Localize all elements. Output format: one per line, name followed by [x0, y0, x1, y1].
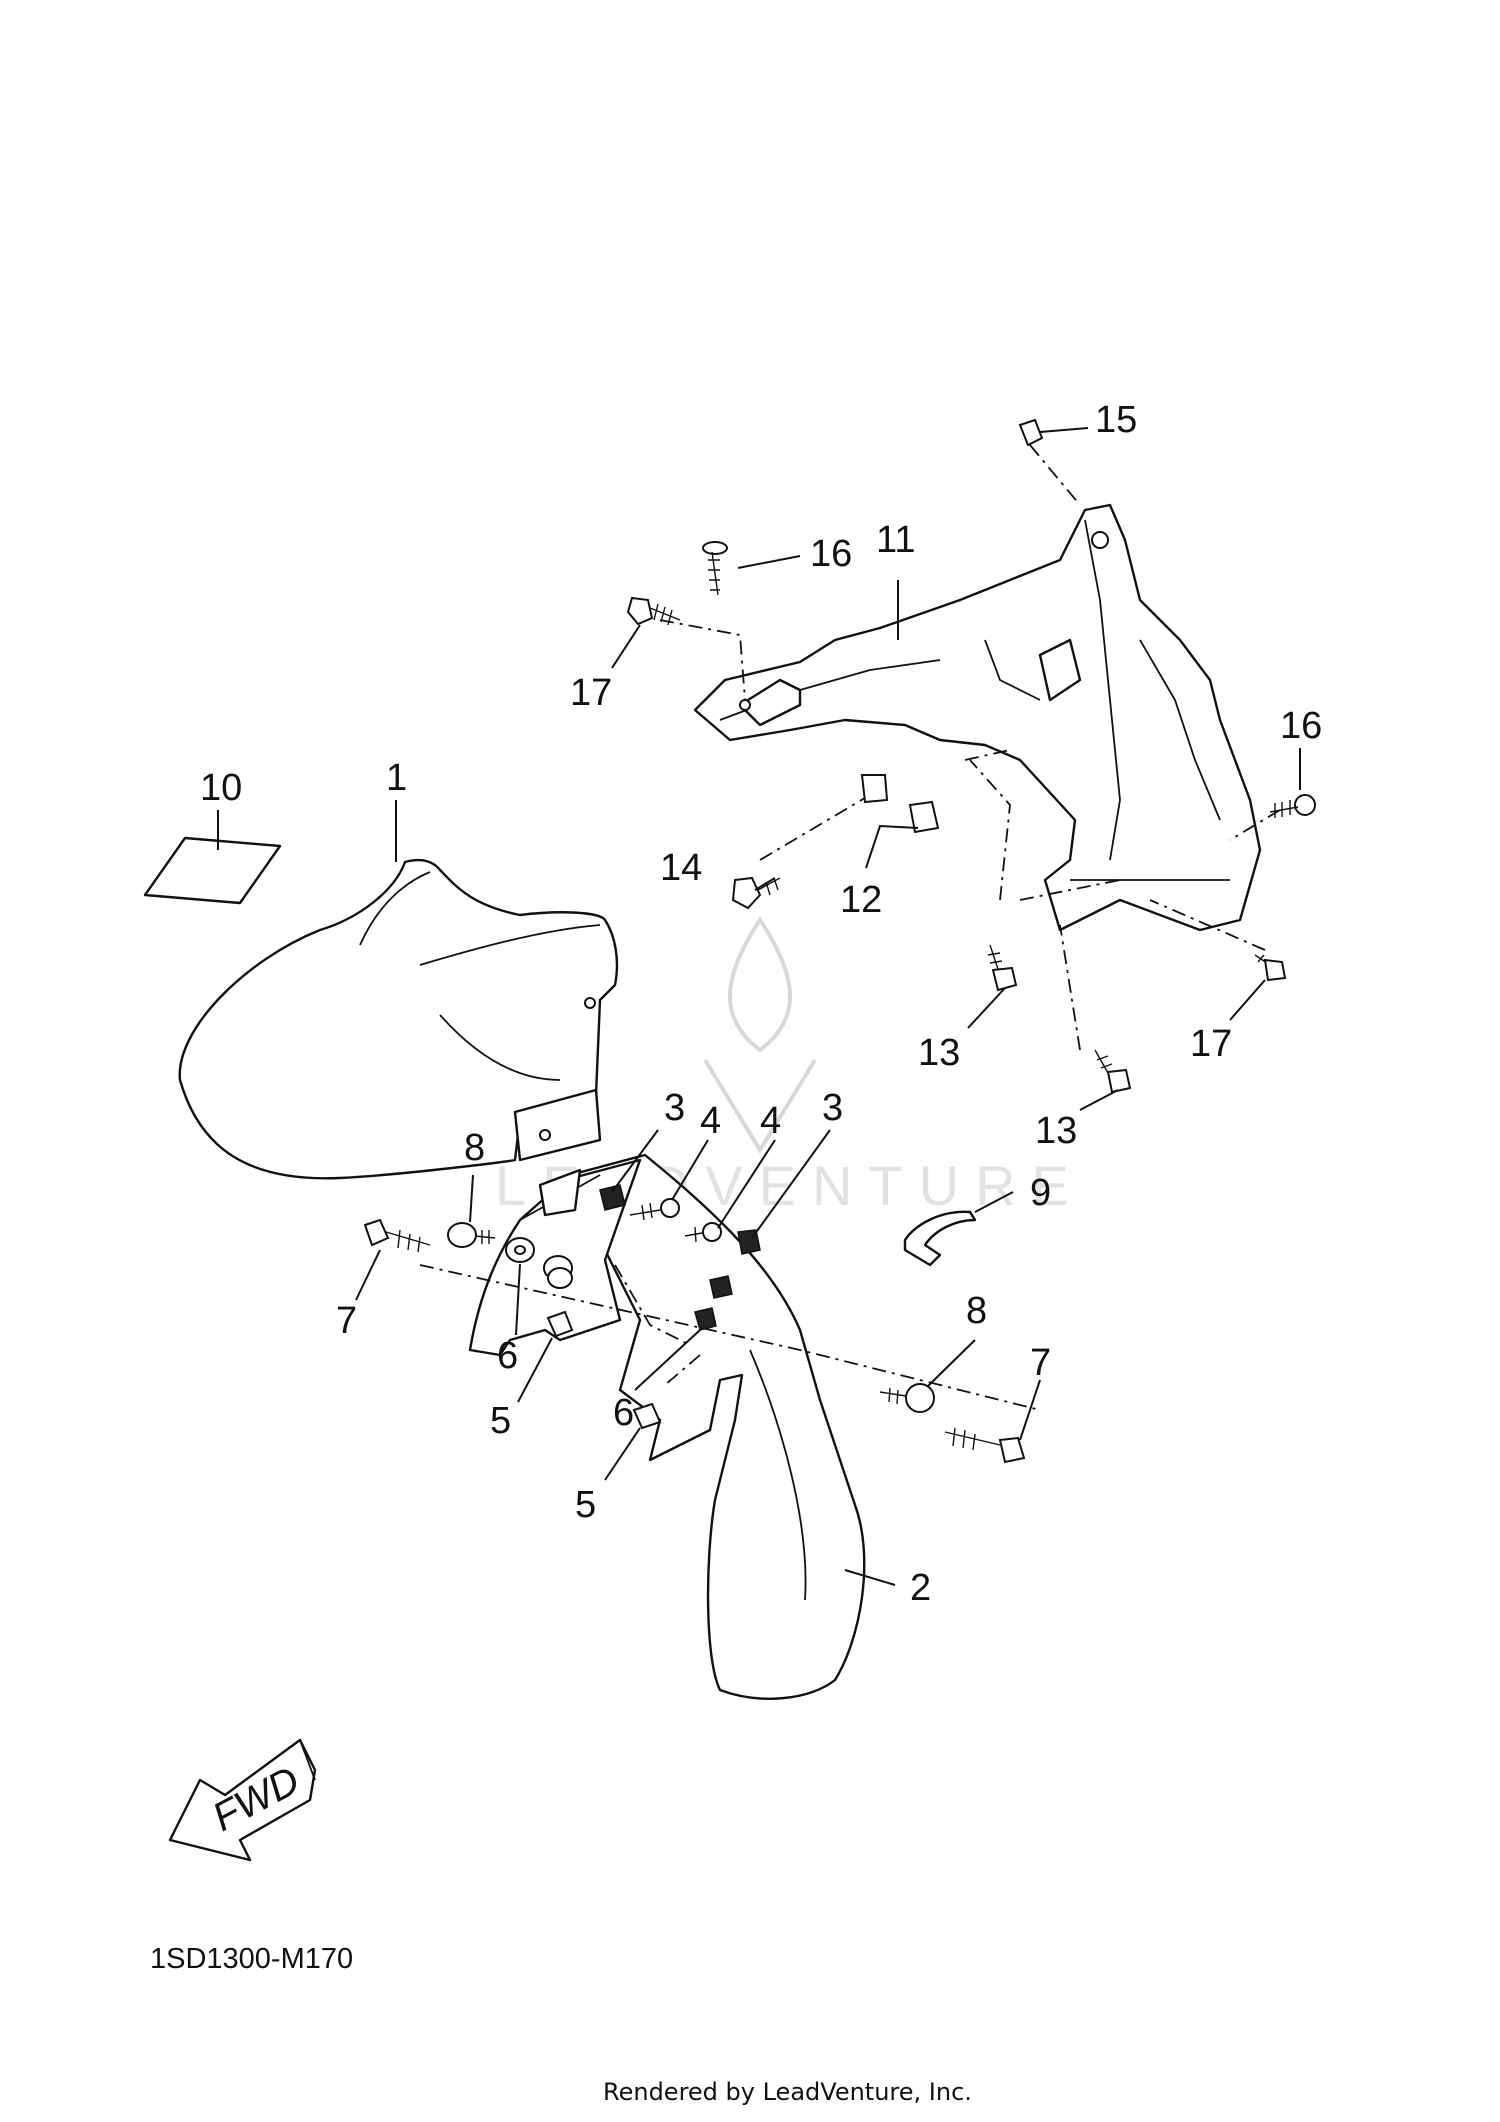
callout-12[interactable]: 12	[840, 879, 882, 921]
callout-7-right[interactable]: 7	[1030, 1342, 1051, 1384]
fastener-7-bolt-b[interactable]	[944, 1427, 1026, 1464]
callout-16-upper[interactable]: 16	[810, 533, 852, 575]
fastener-4-screw-a[interactable]	[629, 1198, 680, 1221]
callout-8-right[interactable]: 8	[966, 1290, 987, 1332]
callout-4-left[interactable]: 4	[700, 1100, 721, 1142]
fastener-3-nut-b[interactable]	[737, 1229, 761, 1255]
fastener-5-clip-a[interactable]	[546, 1310, 574, 1338]
callout-6-right[interactable]: 6	[613, 1392, 634, 1434]
fastener-12-nut-b[interactable]	[908, 800, 940, 834]
fastener-6-washer-b[interactable]	[694, 1275, 733, 1331]
fastener-14-bolt[interactable]	[731, 876, 781, 910]
assembly-lines	[419, 444, 1281, 1411]
callout-15[interactable]: 15	[1095, 399, 1137, 441]
fwd-arrow: FWD	[168, 1738, 317, 1862]
fastener-16-screw-b[interactable]	[1269, 794, 1316, 818]
callout-3-left[interactable]: 3	[664, 1087, 685, 1129]
callout-17-right[interactable]: 17	[1190, 1023, 1232, 1065]
fastener-13-bolt-b[interactable]	[1094, 1049, 1132, 1094]
fastener-5-clip-b[interactable]	[632, 1402, 662, 1430]
callout-7-left[interactable]: 7	[336, 1300, 357, 1342]
callout-6-left[interactable]: 6	[497, 1335, 518, 1377]
fastener-15-clip[interactable]	[1018, 418, 1044, 447]
fastener-8-collar-b[interactable]	[879, 1383, 935, 1413]
callout-13-left[interactable]: 13	[918, 1032, 960, 1074]
part-9-clamp[interactable]	[903, 1210, 977, 1267]
fastener-12-nut-a[interactable]	[860, 774, 889, 804]
callout-17-upper[interactable]: 17	[570, 672, 612, 714]
callout-5-left[interactable]: 5	[490, 1400, 511, 1442]
callout-10[interactable]: 10	[200, 767, 242, 809]
part-11-inner-fender[interactable]	[693, 503, 1262, 932]
callout-2[interactable]: 2	[910, 1567, 931, 1609]
part-2-front-fender[interactable]	[468, 1153, 866, 1700]
callout-16-right[interactable]: 16	[1280, 705, 1322, 747]
callout-13-right[interactable]: 13	[1035, 1110, 1077, 1152]
callout-8-left[interactable]: 8	[464, 1127, 485, 1169]
fastener-13-bolt-a[interactable]	[987, 944, 1018, 992]
diagram-code: 1SD1300-M170	[150, 1943, 353, 1975]
callout-11[interactable]: 11	[876, 519, 915, 561]
callout-14[interactable]: 14	[660, 847, 702, 889]
fastener-17-bolt-b[interactable]	[1254, 954, 1287, 982]
fastener-3-nut-a[interactable]	[599, 1184, 626, 1211]
part-1-fender-cover[interactable]	[178, 858, 619, 1180]
fastener-7-bolt-a[interactable]	[363, 1218, 431, 1253]
callout-9[interactable]: 9	[1030, 1172, 1051, 1214]
callout-1[interactable]: 1	[386, 757, 407, 799]
fastener-17-bolt-a[interactable]	[626, 596, 681, 626]
callout-3-right[interactable]: 3	[822, 1087, 843, 1129]
leader-lines	[217, 427, 1301, 1586]
render-credit: Rendered by LeadVenture, Inc.	[603, 2078, 972, 2106]
fastener-4-screw-b[interactable]	[684, 1222, 722, 1243]
fastener-6-washer-a[interactable]	[505, 1237, 573, 1289]
fastener-8-collar-a[interactable]	[447, 1222, 496, 1248]
callouts: 10 1 15 16 11 17 16 14 12 13 17 13 3 4 4…	[200, 399, 1322, 1609]
fastener-16-screw-a[interactable]	[702, 541, 728, 596]
callout-4-right[interactable]: 4	[760, 1100, 781, 1142]
part-10-label[interactable]	[143, 836, 282, 905]
callout-5-right[interactable]: 5	[575, 1484, 596, 1526]
